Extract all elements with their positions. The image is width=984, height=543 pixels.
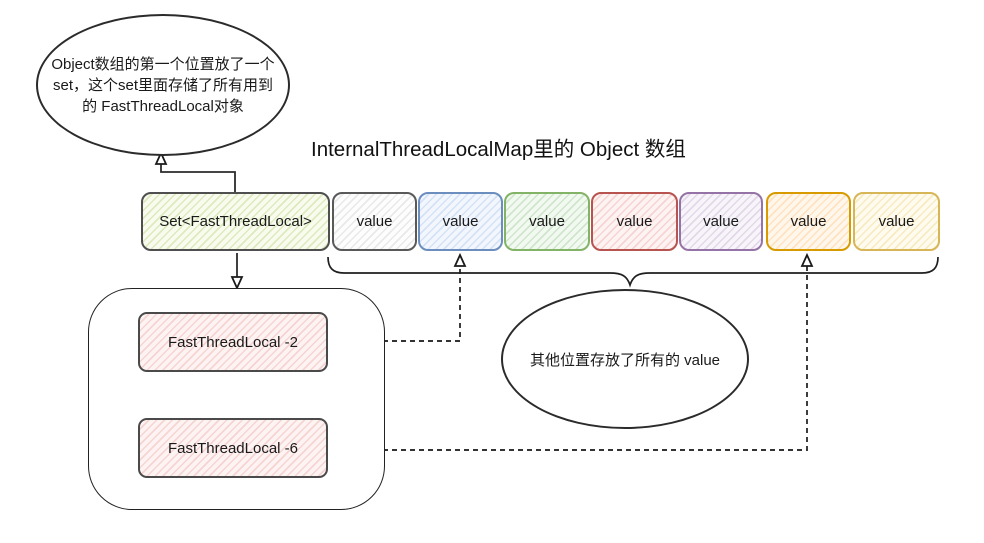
array-slot-value-1: value [332, 192, 417, 251]
array-slot-value-6: value [766, 192, 851, 251]
array-slot-set: Set<FastThreadLocal> [141, 192, 330, 251]
array-slot-value-5: value [679, 192, 763, 251]
set-callout-line: Object数组的第一个位置放了一个 [51, 55, 275, 73]
values-brace [327, 256, 939, 288]
fastthreadlocal-2-box: FastThreadLocal -2 [138, 312, 328, 372]
diagram-title: InternalThreadLocalMap里的 Object 数组 [311, 138, 686, 161]
set-callout-ellipse: Object数组的第一个位置放了一个 set，这个set里面存储了所有用到 的 … [36, 14, 290, 156]
array-slot-value-3: value [504, 192, 590, 251]
values-callout-ellipse: 其他位置存放了所有的 value [501, 289, 749, 429]
fastthreadlocal-6-box: FastThreadLocal -6 [138, 418, 328, 478]
arrowhead-down-icon [230, 276, 244, 291]
values-callout-text: 其他位置存放了所有的 value [529, 351, 721, 369]
array-slot-value-2: value [418, 192, 503, 251]
array-slot-value-4: value [591, 192, 678, 251]
arrow-set-to-callout [160, 160, 236, 193]
set-callout-line: set，这个set里面存储了所有用到 [52, 76, 274, 94]
arrowhead-up-icon [800, 252, 814, 267]
arrowhead-up-icon [453, 252, 467, 267]
set-callout-line: 的 FastThreadLocal对象 [82, 97, 244, 115]
array-slot-value-7: value [853, 192, 940, 251]
